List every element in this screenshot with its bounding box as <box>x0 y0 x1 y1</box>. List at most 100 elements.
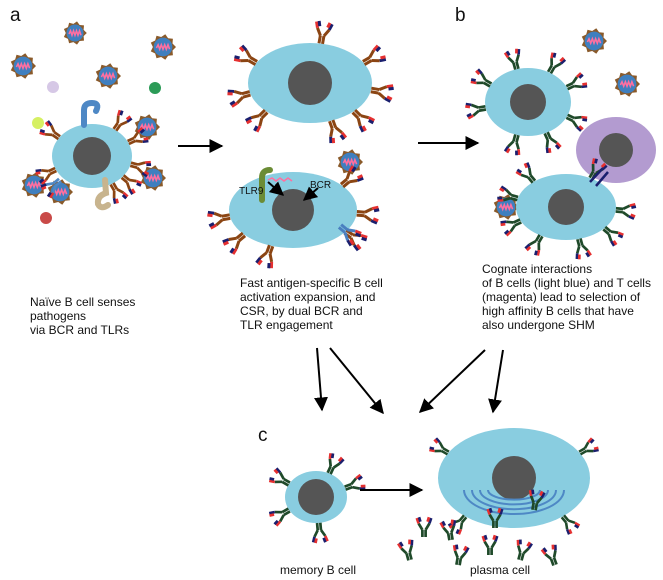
antibody-icon <box>120 174 143 195</box>
dna-fragment <box>267 177 293 182</box>
antibody-icon <box>486 507 504 528</box>
caption-line: pathogens <box>30 309 87 323</box>
endoplasmic-reticulum-arc <box>463 489 565 515</box>
antibody-icon <box>315 20 334 45</box>
caption-panel-a: Naïve B cell senses pathogens via BCR an… <box>30 295 135 337</box>
antibody-icon <box>546 52 567 75</box>
naive-b-cell <box>52 124 132 188</box>
pathogen-icon <box>581 28 607 54</box>
antibody-icon <box>233 44 258 66</box>
tlr-receptor-icon <box>259 167 273 203</box>
memory-b-cell <box>285 471 347 523</box>
antibody-icon <box>415 516 433 537</box>
caption-line: CSR, by dual BCR and <box>240 304 363 318</box>
antibody-icon <box>578 437 599 456</box>
expanding-b-cell-bottom <box>229 172 357 248</box>
endoplasmic-reticulum-arc <box>479 489 549 506</box>
caption-line: Cognate interactions <box>482 262 593 276</box>
nucleus <box>288 61 332 105</box>
panel-letter-a: a <box>10 5 21 26</box>
antibody-icon <box>339 165 364 189</box>
panel-letter-b: b <box>455 5 466 26</box>
cognate-bond <box>589 167 604 183</box>
nucleus <box>272 189 314 231</box>
antibody-icon <box>540 544 558 567</box>
antibody-icon <box>268 467 291 487</box>
dot <box>149 82 161 94</box>
endoplasmic-reticulum-arc <box>471 489 557 511</box>
nucleus <box>298 479 334 515</box>
antibody-icon <box>35 166 58 186</box>
antibody-icon <box>524 234 544 256</box>
plasma-cell <box>438 428 590 528</box>
antibody-icon <box>465 102 487 120</box>
arrow-icon <box>329 347 384 415</box>
caption-line: TLR engagement <box>240 318 333 332</box>
caption-line: of B cells (light blue) and T cells <box>482 276 651 290</box>
plasma-cell-label: plasma cell <box>470 563 531 577</box>
antibody-icon <box>129 160 152 178</box>
arrow-icon <box>267 181 285 196</box>
caption-line: high affinity B cells that have <box>482 304 634 318</box>
antibodies-layer <box>35 20 637 567</box>
caption-line: also undergone SHM <box>482 318 595 332</box>
antibody-icon <box>244 108 269 133</box>
antibody-icon <box>337 223 362 247</box>
b-cell-lower <box>516 174 616 240</box>
antibody-icon <box>565 72 588 91</box>
antibody-icon <box>429 437 450 456</box>
antibody-icon <box>470 68 493 88</box>
antibody-icon <box>560 514 581 535</box>
caption-line: Naïve B cell senses <box>30 295 136 309</box>
antibody-icon <box>222 231 247 255</box>
antibody-icon <box>112 109 133 132</box>
arrows-layer <box>178 136 504 497</box>
antibody-icon <box>328 119 348 144</box>
antibody-icon <box>268 507 291 527</box>
endoplasmic-reticulum-arc <box>487 489 541 501</box>
antibody-icon <box>370 84 394 103</box>
antibody-icon <box>207 210 231 230</box>
dot <box>40 212 52 224</box>
b-cell-upper <box>485 68 571 136</box>
antibody-icon <box>39 120 61 141</box>
nucleus <box>492 456 536 500</box>
antibody-icon <box>439 519 457 541</box>
pathogen-icon <box>337 149 363 175</box>
caption-line: Fast antigen-specific B cell <box>240 276 383 290</box>
antibody-icon <box>109 182 129 204</box>
caption-line: activation expansion, and <box>240 290 376 304</box>
pathogen-icon <box>134 114 160 140</box>
antibody-icon <box>575 238 592 260</box>
antibody-icon <box>516 539 533 561</box>
caption-line: via BCR and TLRs <box>30 323 130 337</box>
tlr-receptor-icon <box>81 99 101 128</box>
caption-panel-b: Cognate interactions of B cells (light b… <box>482 262 651 332</box>
pathogen-icon <box>21 172 47 198</box>
cells-layer <box>52 43 656 528</box>
tlr9-label: TLR9 <box>239 186 264 197</box>
antibody-icon <box>227 89 251 108</box>
expanding-b-cell-top <box>248 43 372 123</box>
arrow-icon <box>418 349 486 413</box>
antibody-icon <box>615 203 637 220</box>
antibody-icon <box>311 522 329 544</box>
antibody-icon <box>503 134 521 156</box>
pathogen-icon <box>614 71 640 97</box>
pathogen-icon <box>63 21 87 45</box>
nucleus <box>599 133 633 167</box>
caption-line: (magenta) lead to selection of <box>482 290 641 304</box>
nucleus <box>548 189 584 225</box>
nucleus <box>73 137 111 175</box>
antibody-icon <box>356 205 380 225</box>
pathogen-icon <box>95 63 121 89</box>
bcr-label: BCR <box>310 180 332 191</box>
pathogen-icon <box>140 165 166 191</box>
dot <box>32 117 44 129</box>
tlr-receptor-icon <box>94 177 111 211</box>
arrow-icon <box>488 349 504 414</box>
dot <box>47 81 59 93</box>
antibody-icon <box>362 44 387 66</box>
